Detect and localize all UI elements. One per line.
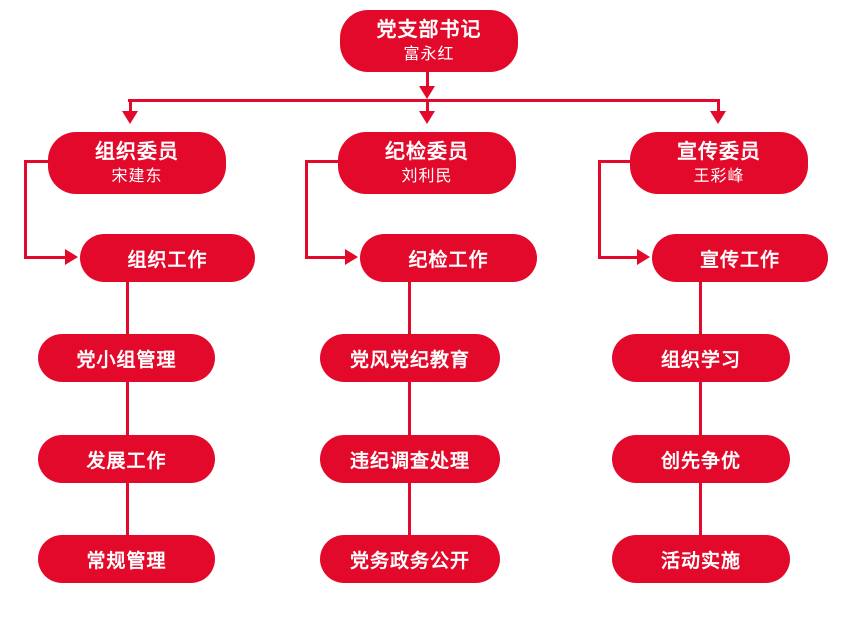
arrow-left-right-icon xyxy=(65,249,78,265)
connector-l-middle-top xyxy=(305,160,340,163)
branch-role: 宣传委员 xyxy=(677,140,761,163)
connector-horizontal-bus xyxy=(128,99,720,102)
arrow-right-down-icon xyxy=(710,111,726,124)
branch-person: 王彩峰 xyxy=(693,167,745,185)
pill-task: 发展工作 xyxy=(38,435,215,483)
branch-person: 宋建东 xyxy=(111,167,163,185)
branch-role: 组织委员 xyxy=(95,140,179,163)
branch-person: 刘利民 xyxy=(401,167,453,185)
connector-l-middle-bottom xyxy=(305,256,346,259)
connector-l-left-bottom xyxy=(24,256,66,259)
connector-l-right-bottom xyxy=(598,256,638,259)
arrow-middle-down-icon xyxy=(419,111,435,124)
connector-l-middle-vertical xyxy=(305,160,308,259)
node-branch-publicity: 宣传委员 王彩峰 xyxy=(630,132,808,194)
pill-task: 活动实施 xyxy=(612,535,790,583)
pill-task: 创先争优 xyxy=(612,435,790,483)
arrow-right-right-icon xyxy=(637,249,650,265)
connector-column-right xyxy=(699,258,702,559)
arrow-middle-right-icon xyxy=(345,249,358,265)
pill-task: 组织学习 xyxy=(612,334,790,382)
pill-work-discipline: 纪检工作 xyxy=(360,234,537,282)
pill-task: 违纪调查处理 xyxy=(320,435,500,483)
connector-column-left xyxy=(126,258,129,559)
pill-task: 党务政务公开 xyxy=(320,535,500,583)
arrow-left-down-icon xyxy=(122,111,138,124)
root-name: 富永红 xyxy=(403,45,455,63)
node-branch-discipline: 纪检委员 刘利民 xyxy=(338,132,516,194)
node-branch-organization: 组织委员 宋建东 xyxy=(48,132,226,194)
connector-drop-right xyxy=(717,100,720,112)
connector-drop-middle xyxy=(426,100,429,112)
connector-l-left-top xyxy=(24,160,50,163)
pill-task: 党小组管理 xyxy=(38,334,215,382)
root-title: 党支部书记 xyxy=(376,18,482,41)
pill-task: 常规管理 xyxy=(38,535,215,583)
pill-task: 党风党纪教育 xyxy=(320,334,500,382)
connector-root-stem xyxy=(426,72,429,89)
node-root: 党支部书记 富永红 xyxy=(340,10,518,72)
pill-work-organization: 组织工作 xyxy=(80,234,255,282)
connector-l-right-top xyxy=(598,160,632,163)
connector-l-right-vertical xyxy=(598,160,601,259)
branch-role: 纪检委员 xyxy=(385,140,469,163)
pill-work-publicity: 宣传工作 xyxy=(652,234,828,282)
connector-column-middle xyxy=(408,258,411,559)
connector-l-left-vertical xyxy=(24,160,27,259)
connector-drop-left xyxy=(129,100,132,112)
arrow-root-down-icon xyxy=(419,86,435,99)
